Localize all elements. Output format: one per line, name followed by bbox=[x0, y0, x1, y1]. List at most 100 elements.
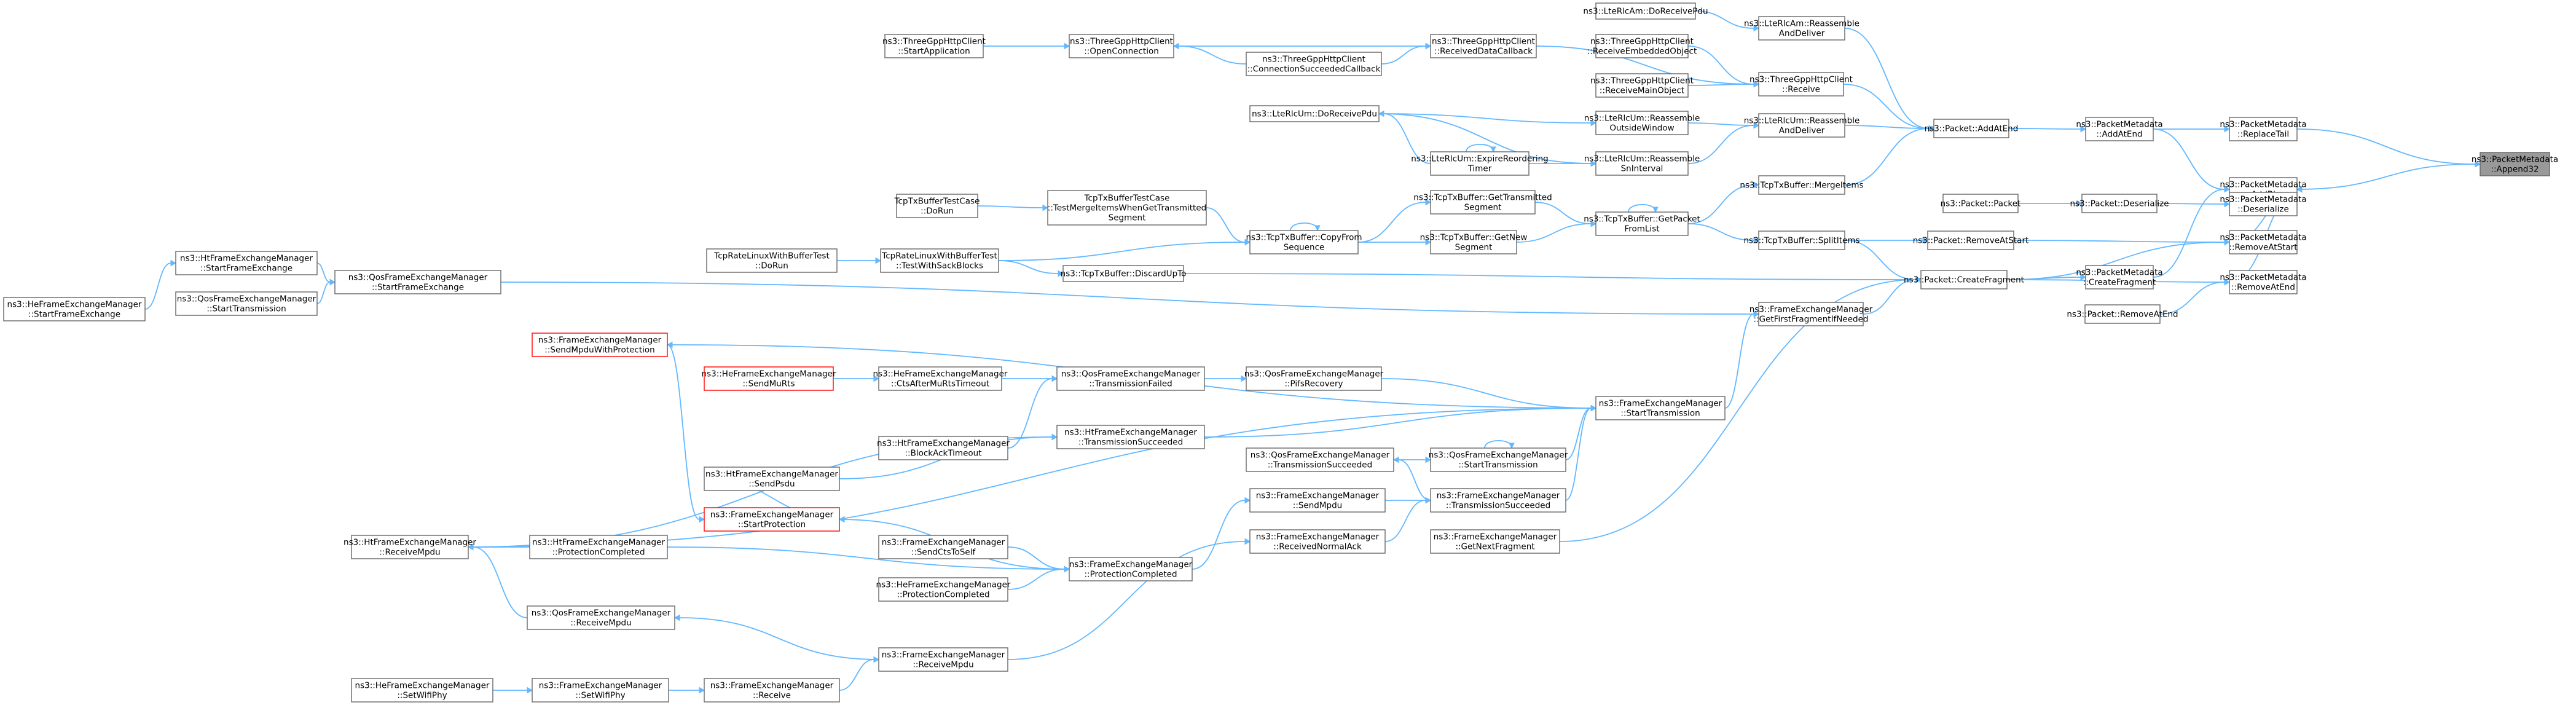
node-box bbox=[1249, 105, 1380, 122]
edge-feRecvMpdu-to-qosRecvMpdu bbox=[673, 614, 879, 660]
node-amDoReceive[interactable]: ns3::LteRlcAm::DoReceivePdu bbox=[1583, 2, 1708, 20]
node-label: ::ProtectionCompleted bbox=[1084, 570, 1177, 580]
node-label: ns3::Packet::RemoveAtEnd bbox=[2067, 310, 2178, 320]
node-htTxSucc[interactable]: ns3::HtFrameExchangeManager::Transmissio… bbox=[1056, 425, 1205, 449]
node-qosTxSucc[interactable]: ns3::QosFrameExchangeManager::Transmissi… bbox=[1246, 447, 1394, 472]
node-htBlockAck[interactable]: ns3::HtFrameExchangeManager::BlockAckTim… bbox=[877, 436, 1010, 460]
node-feSendMpdu[interactable]: ns3::FrameExchangeManager::SendMpdu bbox=[1249, 488, 1386, 513]
edge-qosPifs-to-feStartTx bbox=[1381, 378, 1597, 412]
node-label: ns3::FrameExchangeManager bbox=[1749, 305, 1873, 315]
edge-tcpGetNew-to-tcpGetPacket bbox=[1516, 220, 1597, 243]
node-feStartProt[interactable]: ns3::FrameExchangeManager::StartProtecti… bbox=[704, 507, 840, 532]
node-feRecvNormalAck[interactable]: ns3::FrameExchangeManager::ReceivedNorma… bbox=[1249, 529, 1386, 554]
node-replaceTail[interactable]: ns3::PacketMetadata::ReplaceTail bbox=[2220, 117, 2307, 141]
node-feGetFirst[interactable]: ns3::FrameExchangeManager::GetFirstFragm… bbox=[1749, 302, 1873, 326]
edge-line bbox=[1178, 45, 1247, 65]
node-feSetWifiPhy[interactable]: ns3::FrameExchangeManager::SetWifiPhy bbox=[532, 678, 669, 703]
node-label: ::TransmissionSucceeded bbox=[1268, 460, 1372, 470]
node-umDoReceive[interactable]: ns3::LteRlcUm::DoReceivePdu bbox=[1249, 105, 1380, 122]
node-tcpTestDoRun[interactable]: TcpTxBufferTestCase::DoRun bbox=[894, 194, 980, 218]
node-heSendMuRts[interactable]: ns3::HeFrameExchangeManager::SendMuRts bbox=[702, 366, 836, 391]
node-qosStartTx0[interactable]: ns3::QosFrameExchangeManager::StartTrans… bbox=[175, 291, 318, 316]
node-hcRecvMain[interactable]: ns3::ThreeGppHttpClient::ReceiveMainObje… bbox=[1590, 73, 1694, 98]
node-feStartTx[interactable]: ns3::FrameExchangeManager::StartTransmis… bbox=[1595, 396, 1726, 420]
node-tcpSplit[interactable]: ns3::TcpTxBuffer::SplitItems bbox=[1744, 230, 1860, 250]
edge-arrowhead bbox=[1314, 225, 1321, 232]
node-label: ns3::ThreeGppHttpClient bbox=[1432, 37, 1535, 47]
node-htRecvMpdu[interactable]: ns3::HtFrameExchangeManager::ReceiveMpdu bbox=[344, 535, 476, 559]
node-feReceive[interactable]: ns3::FrameExchangeManager::Receive bbox=[704, 678, 840, 703]
node-qosPifs[interactable]: ns3::QosFrameExchangeManager::PifsRecove… bbox=[1244, 366, 1384, 391]
node-append32[interactable]: ns3::PacketMetadata::Append32 bbox=[2472, 152, 2558, 176]
node-heSetWifiPhy[interactable]: ns3::HeFrameExchangeManager::SetWifiPhy bbox=[351, 678, 493, 703]
node-pktDeserialize[interactable]: ns3::Packet::Deserialize bbox=[2070, 194, 2169, 213]
node-feSendMpduProt[interactable]: ns3::FrameExchangeManager::SendMpduWithP… bbox=[532, 333, 668, 357]
node-pmAddAtEnd[interactable]: ns3::PacketMetadata::AddAtEnd bbox=[2076, 117, 2163, 141]
node-feGetNextFrag[interactable]: ns3::FrameExchangeManager::GetNextFragme… bbox=[1430, 529, 1560, 554]
node-qosStartTx[interactable]: ns3::QosFrameExchangeManager::StartTrans… bbox=[1429, 447, 1568, 472]
node-feRecvMpdu[interactable]: ns3::FrameExchangeManager::ReceiveMpdu bbox=[878, 647, 1008, 672]
node-feTxSucc[interactable]: ns3::FrameExchangeManager::TransmissionS… bbox=[1430, 488, 1566, 513]
node-tcpTestMerge[interactable]: TcpTxBufferTestCase::TestMergeItemsWhenG… bbox=[1047, 190, 1207, 226]
node-pktPacket[interactable]: ns3::Packet::Packet bbox=[1941, 194, 2021, 213]
node-box bbox=[1758, 302, 1864, 326]
edge-heCtsTimeout-to-qosTxFailed bbox=[1001, 375, 1058, 382]
edge-tcpGetPacket-to-tcpGetPacket bbox=[1628, 204, 1659, 213]
edge-arrowhead bbox=[1241, 375, 1247, 382]
edge-pmCreateFragment-to-addBig bbox=[2153, 186, 2231, 278]
node-box bbox=[704, 507, 840, 532]
edge-arrowhead bbox=[1425, 199, 1432, 206]
node-pktRemoveAtStart[interactable]: ns3::Packet::RemoveAtStart bbox=[1913, 230, 2029, 250]
node-hcRecvData[interactable]: ns3::ThreeGppHttpClient::ReceivedDataCal… bbox=[1430, 34, 1537, 58]
node-hcReceive[interactable]: ns3::ThreeGppHttpClient::Receive bbox=[1749, 72, 1853, 96]
edge-arrowhead bbox=[875, 257, 882, 264]
node-hcRecvEmb[interactable]: ns3::ThreeGppHttpClient::ReceiveEmbedded… bbox=[1587, 34, 1697, 58]
node-pmDeserialize[interactable]: ns3::PacketMetadata::Deserialize bbox=[2220, 192, 2307, 216]
node-pmRemoveAtEnd[interactable]: ns3::PacketMetadata::RemoveAtEnd bbox=[2220, 270, 2307, 294]
node-label: ::RemoveAtEnd bbox=[2231, 283, 2295, 293]
node-tcpRateDoRun[interactable]: TcpRateLinuxWithBufferTest::DoRun bbox=[706, 248, 838, 273]
node-tcpDiscard[interactable]: ns3::TcpTxBuffer::DiscardUpTo bbox=[1061, 265, 1187, 282]
node-box bbox=[1920, 270, 2008, 289]
edge-hcOpenConn-to-hcRecvData bbox=[1174, 42, 1432, 50]
node-htSendPsdu[interactable]: ns3::HtFrameExchangeManager::SendPsdu bbox=[704, 467, 840, 491]
node-feSendCts[interactable]: ns3::FrameExchangeManager::SendCtsToSelf bbox=[878, 535, 1008, 559]
node-hcStartApp[interactable]: ns3::ThreeGppHttpClient::StartApplicatio… bbox=[882, 34, 986, 58]
node-hcOpenConn[interactable]: ns3::ThreeGppHttpClient::OpenConnection bbox=[1069, 34, 1174, 58]
node-heStartFE[interactable]: ns3::HeFrameExchangeManager::StartFrameE… bbox=[3, 297, 146, 321]
node-tcpMerge[interactable]: ns3::TcpTxBuffer::MergeItems bbox=[1740, 175, 1864, 195]
edge-arrowhead bbox=[873, 656, 880, 663]
node-label: ::ReplaceTail bbox=[2237, 130, 2289, 140]
node-tcpRateSack[interactable]: TcpRateLinuxWithBufferTest::TestWithSack… bbox=[880, 248, 999, 273]
node-label: ns3::LteRlcUm::Reassemble bbox=[1584, 154, 1700, 164]
node-pmRemoveAtStart[interactable]: ns3::PacketMetadata::RemoveAtStart bbox=[2220, 230, 2307, 254]
node-hcConnOk[interactable]: ns3::ThreeGppHttpClient::ConnectionSucce… bbox=[1246, 52, 1382, 76]
node-label: ns3::QosFrameExchangeManager bbox=[348, 273, 488, 283]
node-feProtCompleted[interactable]: ns3::FrameExchangeManager::ProtectionCom… bbox=[1069, 557, 1193, 581]
node-pmCreateFragment[interactable]: ns3::PacketMetadata::CreateFragment bbox=[2076, 265, 2163, 289]
node-pktCreateFragment[interactable]: ns3::Packet::CreateFragment bbox=[1904, 270, 2024, 289]
node-qosTxFailed[interactable]: ns3::QosFrameExchangeManager::Transmissi… bbox=[1056, 366, 1205, 391]
node-heCtsTimeout[interactable]: ns3::HeFrameExchangeManager::CtsAfterMuR… bbox=[873, 366, 1008, 391]
node-label: ::SendMpdu bbox=[1293, 501, 1342, 511]
node-qosStartFE[interactable]: ns3::QosFrameExchangeManager::StartFrame… bbox=[334, 270, 501, 294]
node-htStartFE[interactable]: ns3::HtFrameExchangeManager::StartFrameE… bbox=[175, 251, 318, 275]
edge-pktAddAtEnd-to-pmAddAtEnd bbox=[2008, 125, 2087, 133]
node-htProtCompleted[interactable]: ns3::HtFrameExchangeManager::ProtectionC… bbox=[529, 535, 668, 559]
edge-line bbox=[1398, 459, 1431, 501]
node-qosRecvMpdu[interactable]: ns3::QosFrameExchangeManager::ReceiveMpd… bbox=[527, 605, 675, 630]
node-box bbox=[2085, 265, 2154, 289]
node-pktAddAtEnd[interactable]: ns3::Packet::AddAtEnd bbox=[1925, 119, 2019, 138]
node-heProtCompleted[interactable]: ns3::HeFrameExchangeManager::ProtectionC… bbox=[876, 577, 1011, 602]
edge-arrowhead bbox=[699, 687, 705, 694]
node-pktRemoveAtEnd[interactable]: ns3::Packet::RemoveAtEnd bbox=[2067, 304, 2178, 324]
